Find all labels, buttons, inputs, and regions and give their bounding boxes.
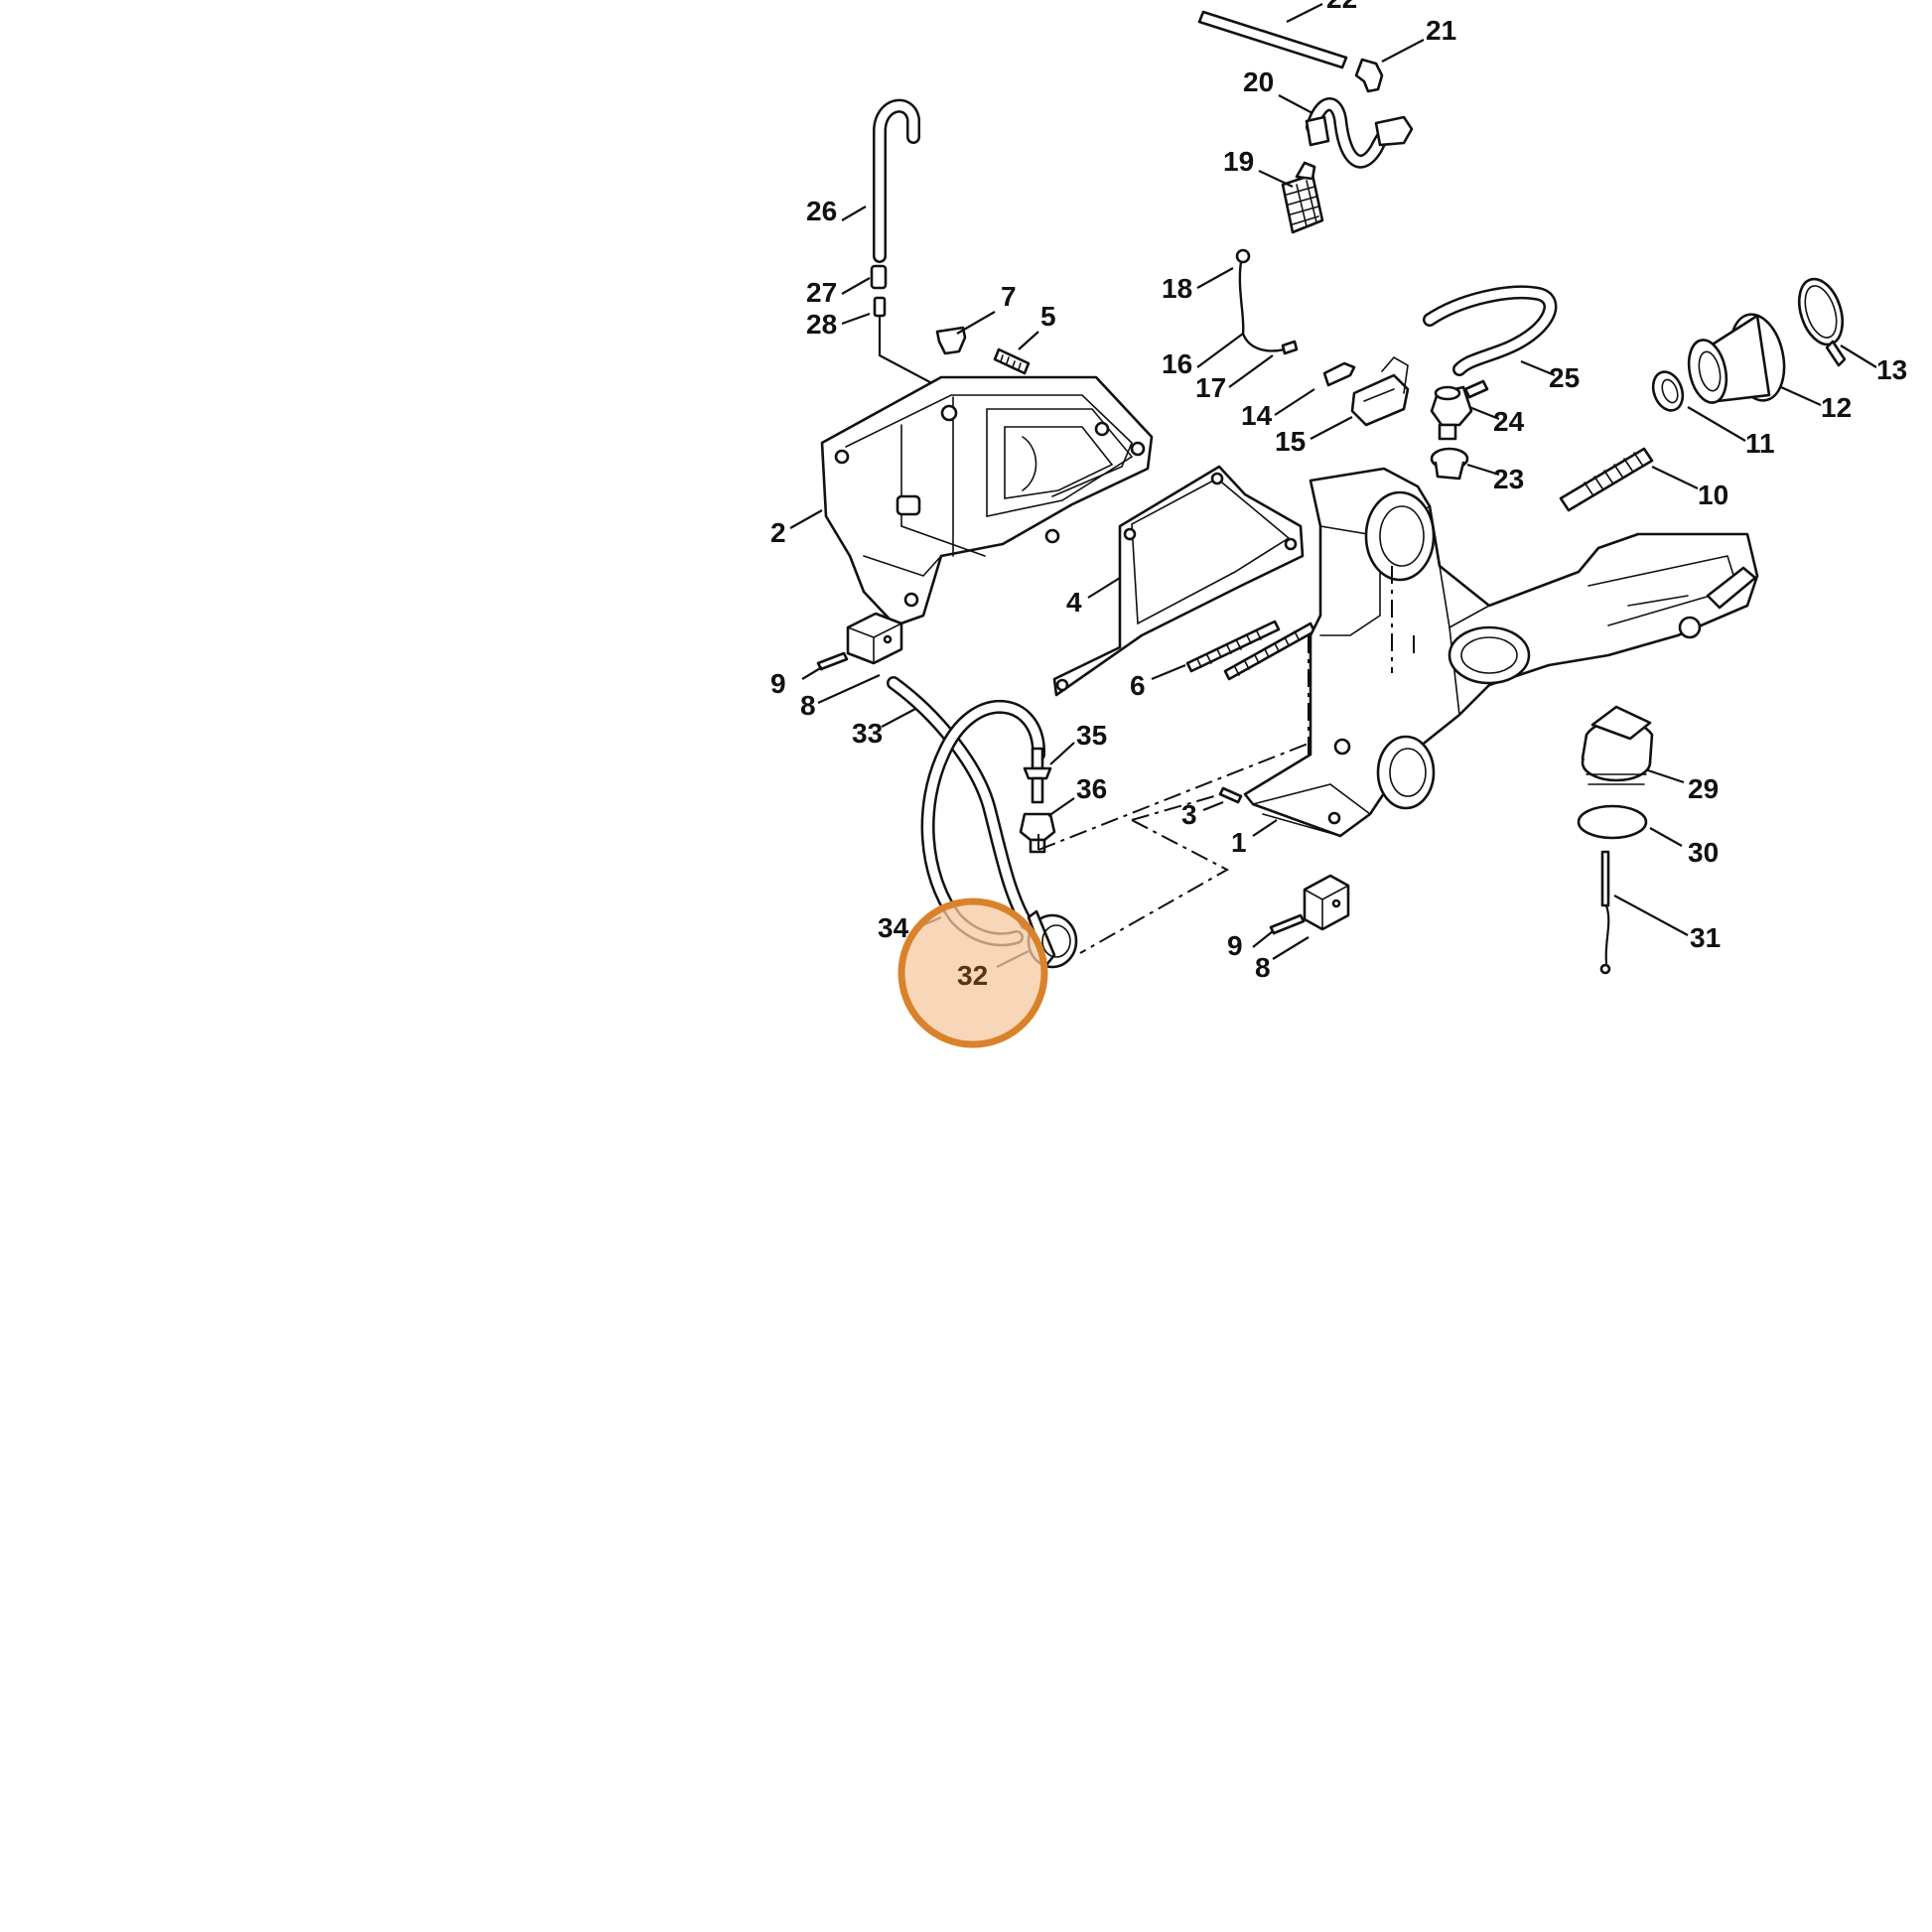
label-25[interactable]: 25: [1549, 362, 1580, 393]
label-18[interactable]: 18: [1162, 273, 1192, 304]
label-8-lower[interactable]: 8: [1255, 952, 1271, 983]
part-16-cable[interactable]: [1238, 260, 1287, 352]
label-3[interactable]: 3: [1181, 799, 1197, 830]
part-8-mount-upper[interactable]: [846, 612, 903, 665]
part-29-cap[interactable]: [1581, 705, 1654, 785]
part-35-fitting[interactable]: [1023, 747, 1052, 804]
part-9-screw-upper[interactable]: [816, 651, 849, 671]
assembly-line-a: [1037, 742, 1311, 851]
label-9-upper[interactable]: 9: [770, 668, 786, 699]
label-29[interactable]: 29: [1688, 773, 1719, 804]
label-35[interactable]: 35: [1076, 720, 1107, 751]
part-21-elbow[interactable]: [1354, 58, 1384, 93]
leader-lines: [789, 3, 1877, 968]
part-30-oring[interactable]: [1577, 804, 1648, 840]
part-labels: 22 21 20 19 26 27 28 7 5 18 16 17 14 15 …: [770, 0, 1907, 991]
label-15[interactable]: 15: [1275, 426, 1306, 457]
part-28-fitting[interactable]: [873, 296, 887, 318]
label-28[interactable]: 28: [806, 309, 837, 340]
label-24[interactable]: 24: [1493, 406, 1525, 437]
part-23-grommet[interactable]: [1430, 447, 1469, 481]
label-11[interactable]: 11: [1745, 428, 1775, 459]
part-12-flange[interactable]: [1684, 310, 1792, 406]
label-9-lower[interactable]: 9: [1227, 930, 1243, 961]
assembly-line-c: [1079, 793, 1230, 954]
label-12[interactable]: 12: [1821, 392, 1852, 423]
part-drawings: [816, 10, 1850, 975]
part-3-pin[interactable]: [1218, 786, 1243, 804]
label-34[interactable]: 34: [878, 912, 909, 943]
part-24-nipple[interactable]: [1430, 379, 1489, 441]
label-8-upper[interactable]: 8: [800, 690, 816, 721]
part-11-ring[interactable]: [1648, 367, 1688, 414]
label-27[interactable]: 27: [806, 277, 837, 308]
part-26-tube[interactable]: [873, 98, 920, 263]
label-22[interactable]: 22: [1326, 0, 1357, 14]
label-21[interactable]: 21: [1426, 15, 1456, 46]
part-31-sensor[interactable]: [1599, 850, 1611, 975]
part-14-clip[interactable]: [1322, 361, 1356, 387]
label-26[interactable]: 26: [806, 196, 837, 226]
label-30[interactable]: 30: [1688, 837, 1719, 868]
label-7[interactable]: 7: [1001, 281, 1017, 312]
label-20[interactable]: 20: [1243, 67, 1274, 97]
label-32[interactable]: 32: [957, 960, 988, 991]
label-31[interactable]: 31: [1690, 922, 1721, 953]
part-5-screw[interactable]: [993, 347, 1031, 375]
label-16[interactable]: 16: [1162, 348, 1192, 379]
part-13-clamp[interactable]: [1791, 273, 1850, 367]
label-14[interactable]: 14: [1241, 400, 1273, 431]
part-4-gasket[interactable]: [1052, 465, 1305, 697]
part-1-main-housing[interactable]: [1243, 467, 1759, 838]
label-1[interactable]: 1: [1231, 827, 1247, 858]
label-23[interactable]: 23: [1493, 464, 1524, 494]
part-9-screw-lower[interactable]: [1269, 913, 1306, 935]
part-15-switch[interactable]: [1350, 355, 1410, 427]
selected-part-highlight[interactable]: [897, 897, 1048, 1048]
label-4[interactable]: 4: [1066, 587, 1082, 618]
part-6-stud-a[interactable]: [1185, 620, 1281, 673]
part-10-spring[interactable]: [1559, 447, 1654, 512]
label-2[interactable]: 2: [770, 517, 786, 548]
part-2-housing[interactable]: [820, 375, 1154, 627]
label-19[interactable]: 19: [1223, 146, 1254, 177]
part-27-fitting[interactable]: [870, 264, 888, 290]
label-13[interactable]: 13: [1876, 354, 1907, 385]
label-36[interactable]: 36: [1076, 773, 1107, 804]
label-6[interactable]: 6: [1130, 670, 1146, 701]
part-17-end[interactable]: [1281, 340, 1299, 355]
label-10[interactable]: 10: [1698, 480, 1728, 510]
label-33[interactable]: 33: [852, 718, 883, 749]
label-5[interactable]: 5: [1040, 301, 1056, 332]
part-22-rod[interactable]: [1197, 10, 1348, 69]
part-18-eyelet[interactable]: [1235, 248, 1251, 264]
part-8-mount-lower[interactable]: [1303, 874, 1350, 931]
part-19-filter[interactable]: [1281, 173, 1324, 234]
label-17[interactable]: 17: [1195, 372, 1226, 403]
